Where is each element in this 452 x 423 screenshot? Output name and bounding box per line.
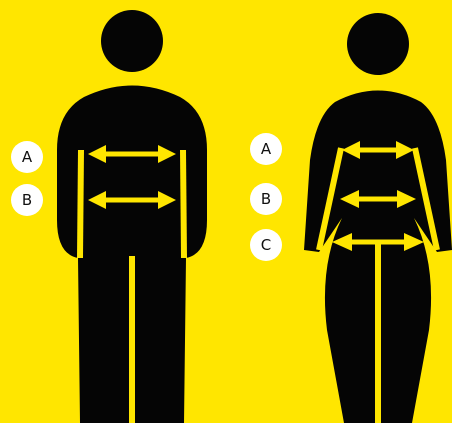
female-label-b: B [250, 183, 282, 215]
female-label-c: C [250, 229, 282, 261]
female-label-a: A [250, 133, 282, 165]
male-label-a: A [11, 141, 43, 173]
male-label-b: B [11, 184, 43, 216]
male-head [101, 10, 163, 72]
male-right-arm-gap [183, 150, 184, 258]
male-left-arm-gap [80, 150, 81, 258]
female-head [347, 13, 409, 75]
